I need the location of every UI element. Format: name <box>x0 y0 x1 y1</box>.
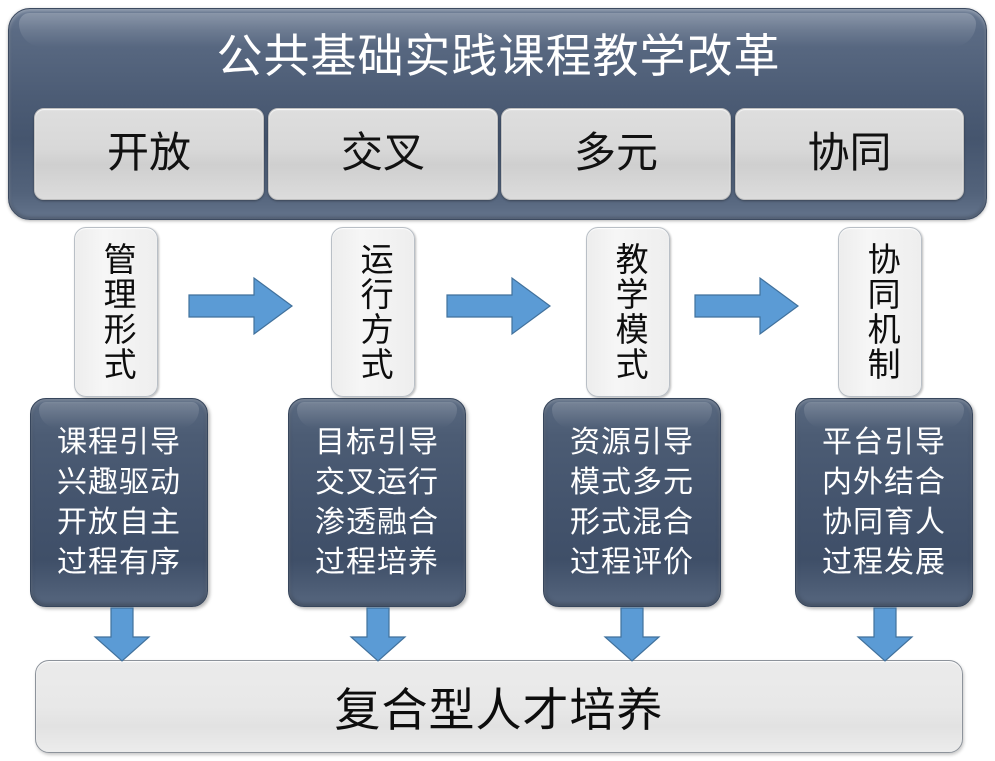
pillar-label-1: 开放 <box>106 131 191 177</box>
stage-label-2: 运行方式 <box>355 242 392 382</box>
pillar-chip-4[interactable]: 协同 <box>735 108 964 200</box>
card-1-line-1: 课程引导 <box>57 425 181 459</box>
header-panel: 公共基础实践课程教学改革 开放 交叉 多元 协同 <box>8 8 987 220</box>
card-1-line-4: 过程有序 <box>57 545 181 579</box>
card-1-line-3: 开放自主 <box>57 505 181 539</box>
stage-chip-3[interactable]: 教学模式 <box>586 227 670 397</box>
arrow-right-icon-1 <box>188 276 294 336</box>
outcome-label: 复合型人才培养 <box>334 684 664 736</box>
arrow-down-icon-2 <box>349 607 407 662</box>
card-2-line-1: 目标引导 <box>315 425 439 459</box>
detail-card-1[interactable]: 课程引导 兴趣驱动 开放自主 过程有序 <box>30 398 208 607</box>
arrow-down-icon-1 <box>93 607 151 662</box>
pillar-label-3: 多元 <box>573 131 658 177</box>
stage-chip-4[interactable]: 协同机制 <box>838 227 922 397</box>
card-4-line-3: 协同育人 <box>822 505 946 539</box>
arrow-right-icon-2 <box>446 276 552 336</box>
card-1-line-2: 兴趣驱动 <box>57 465 181 499</box>
stage-chip-2[interactable]: 运行方式 <box>331 227 415 397</box>
pillar-chip-2[interactable]: 交叉 <box>268 108 498 200</box>
card-3-line-2: 模式多元 <box>570 465 694 499</box>
outcome-bar[interactable]: 复合型人才培养 <box>35 660 963 753</box>
detail-card-4[interactable]: 平台引导 内外结合 协同育人 过程发展 <box>795 398 973 607</box>
pillar-label-2: 交叉 <box>340 131 425 177</box>
card-2-line-2: 交叉运行 <box>315 465 439 499</box>
pillar-chip-1[interactable]: 开放 <box>34 108 264 200</box>
arrow-down-icon-4 <box>856 607 914 662</box>
card-4-line-1: 平台引导 <box>822 425 946 459</box>
stage-chip-1[interactable]: 管理形式 <box>74 227 158 397</box>
page-title: 公共基础实践课程教学改革 <box>216 31 781 82</box>
card-4-line-4: 过程发展 <box>822 545 946 579</box>
arrow-down-icon-3 <box>603 607 661 662</box>
pillar-chip-3[interactable]: 多元 <box>501 108 731 200</box>
card-2-line-3: 渗透融合 <box>315 505 439 539</box>
pillar-label-4: 协同 <box>807 131 892 177</box>
arrow-right-icon-3 <box>694 276 800 336</box>
stage-label-3: 教学模式 <box>610 242 647 382</box>
card-3-line-4: 过程评价 <box>570 545 694 579</box>
stage-label-4: 协同机制 <box>862 242 899 382</box>
card-4-line-2: 内外结合 <box>822 465 946 499</box>
detail-card-3[interactable]: 资源引导 模式多元 形式混合 过程评价 <box>543 398 721 607</box>
card-2-line-4: 过程培养 <box>315 545 439 579</box>
stage-label-1: 管理形式 <box>98 242 135 382</box>
detail-card-2[interactable]: 目标引导 交叉运行 渗透融合 过程培养 <box>288 398 466 607</box>
card-3-line-3: 形式混合 <box>570 505 694 539</box>
card-3-line-1: 资源引导 <box>570 425 694 459</box>
